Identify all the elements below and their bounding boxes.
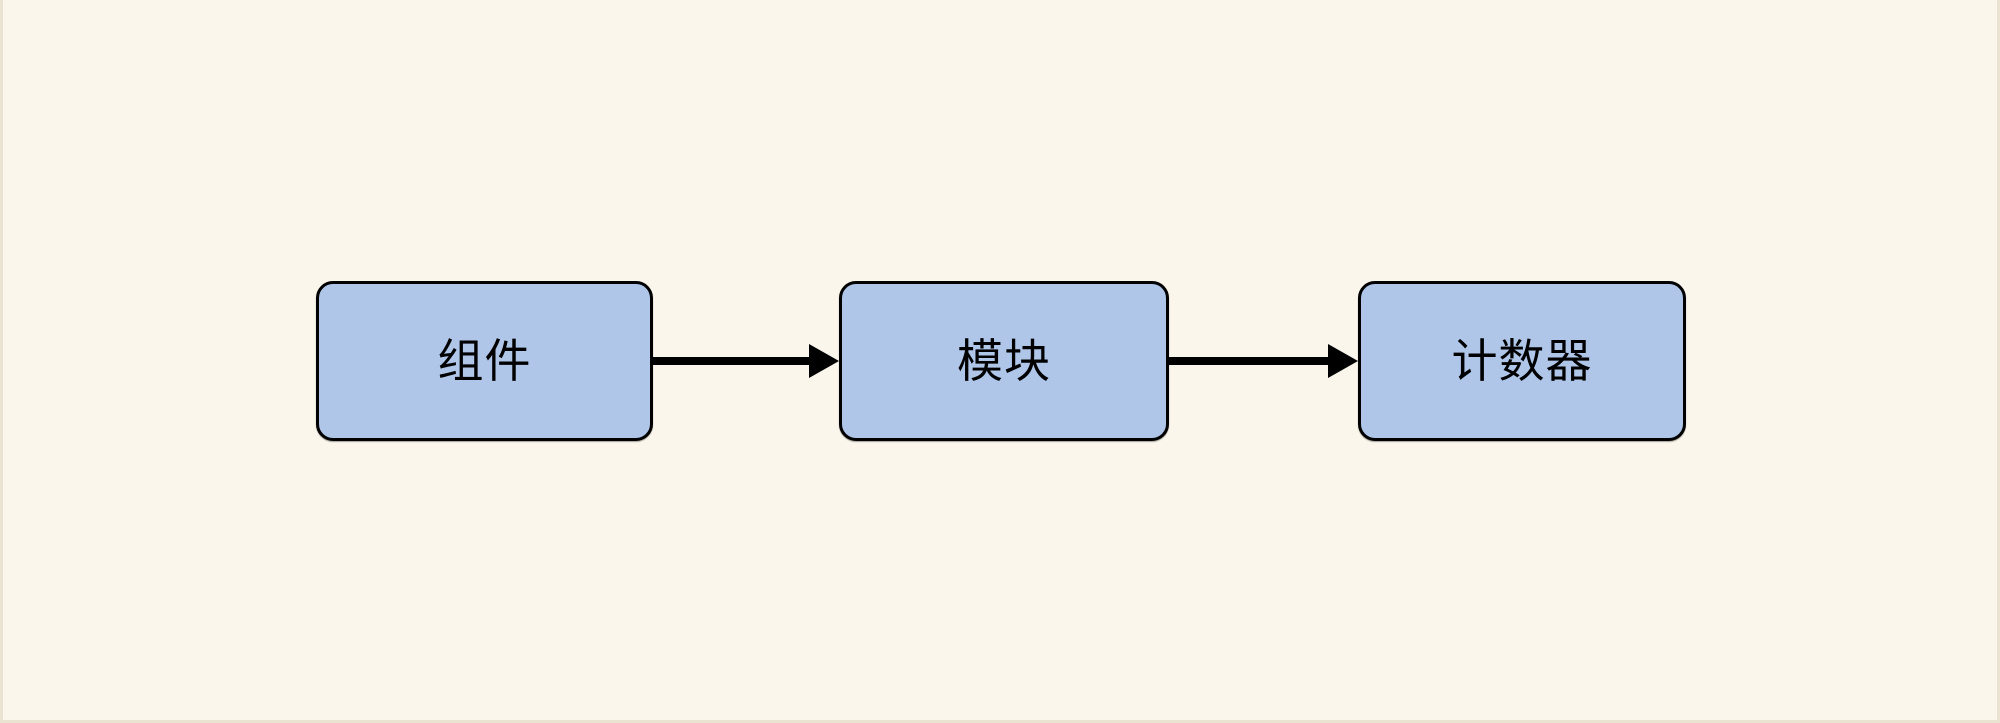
- node-counter[interactable]: 计数器: [1358, 281, 1686, 441]
- node-label: 组件: [437, 334, 532, 388]
- node-module[interactable]: 模块: [839, 281, 1169, 441]
- arrowhead-icon: [1328, 344, 1358, 378]
- node-label: 计数器: [1451, 334, 1593, 388]
- node-label: 模块: [957, 334, 1051, 388]
- edge-line: [653, 357, 811, 365]
- edge-line: [1169, 357, 1330, 365]
- node-component[interactable]: 组件: [316, 281, 653, 441]
- arrowhead-icon: [809, 344, 839, 378]
